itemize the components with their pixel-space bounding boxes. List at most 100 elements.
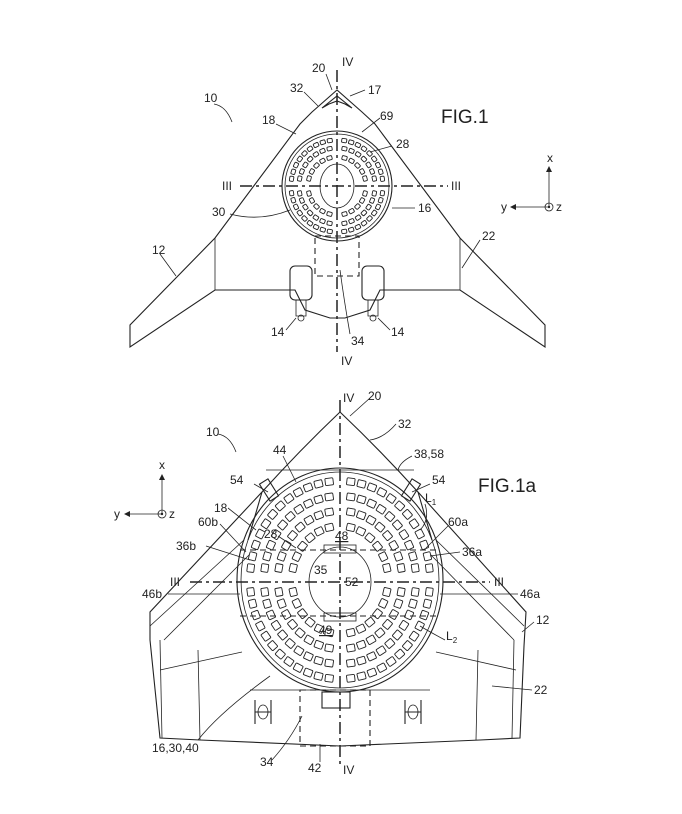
passenger-seat	[270, 620, 282, 631]
passenger-seat	[355, 623, 367, 634]
passenger-seat	[313, 623, 325, 634]
fig1a-leader-54l	[253, 483, 269, 493]
fig1-leader-17	[349, 89, 366, 97]
passenger-seat	[255, 620, 266, 632]
passenger-seat	[283, 656, 295, 667]
passenger-seat	[303, 634, 315, 645]
passenger-seat	[304, 616, 316, 628]
passenger-seat	[291, 551, 302, 562]
passenger-seat	[371, 209, 378, 217]
passenger-seat	[291, 598, 302, 609]
passenger-seat	[274, 587, 284, 597]
passenger-seat	[419, 539, 430, 551]
passenger-seat	[377, 197, 384, 204]
passenger-seat	[360, 220, 368, 227]
fig1-label-17: 17	[368, 83, 382, 97]
passenger-seat	[302, 161, 309, 169]
passenger-seat	[414, 620, 425, 632]
passenger-seat	[267, 509, 278, 520]
fig1a-arrow-10	[217, 433, 237, 453]
passenger-seat	[364, 616, 376, 628]
fig1a-wing-edge-left-2	[163, 553, 251, 641]
passenger-seat	[294, 627, 306, 639]
passenger-seat	[303, 515, 315, 526]
fig1a-aircraft	[149, 397, 535, 764]
fig1a-wing-edge-right	[435, 539, 525, 627]
fig1-label-14-right: 14	[391, 325, 405, 339]
passenger-seat	[354, 141, 362, 149]
passenger-seat	[374, 627, 386, 639]
passenger-seat	[392, 519, 403, 531]
passenger-seat	[303, 651, 314, 662]
fig1-label-28: 28	[396, 137, 410, 151]
passenger-seat	[356, 494, 367, 505]
passenger-seat	[262, 598, 272, 609]
passenger-seat	[284, 511, 296, 522]
passenger-seat	[296, 190, 303, 197]
passenger-seat	[302, 667, 314, 678]
passenger-seat	[362, 175, 368, 182]
passenger-seat	[366, 651, 377, 662]
passenger-seat	[384, 511, 396, 522]
passenger-seat	[359, 168, 366, 175]
passenger-seat	[292, 161, 300, 169]
passenger-seat	[260, 518, 272, 530]
passenger-seat	[374, 521, 386, 533]
passenger-seat	[274, 500, 286, 512]
passenger-seat	[366, 215, 373, 222]
passenger-seat	[255, 528, 266, 540]
fig1a-label-36a: 36a	[462, 545, 482, 559]
passenger-seat	[392, 629, 403, 641]
passenger-seat	[302, 482, 314, 493]
passenger-seat	[360, 209, 368, 217]
passenger-seat	[319, 218, 326, 225]
passenger-seat	[346, 492, 356, 502]
passenger-seat	[293, 645, 305, 656]
passenger-seat	[283, 493, 295, 504]
fig1a-leader-16	[197, 675, 271, 741]
passenger-seat	[302, 203, 309, 211]
passenger-seat	[308, 197, 315, 204]
fig1-label-22: 22	[482, 229, 496, 243]
passenger-seat	[360, 155, 368, 163]
fig1a-leader-18	[227, 507, 257, 531]
fig1-leader-32	[303, 91, 319, 107]
passenger-seat	[346, 658, 356, 668]
fig1a-label-l1: L1	[425, 491, 437, 507]
passenger-seat	[260, 587, 270, 597]
passenger-seat	[294, 521, 306, 533]
passenger-seat	[388, 540, 399, 551]
passenger-seat	[319, 208, 326, 215]
fig1-label-18: 18	[262, 113, 276, 127]
fig1a-label-22: 22	[534, 683, 548, 697]
fig1a-label-36b: 36b	[176, 539, 196, 553]
fig1-label-iii-right: III	[451, 179, 461, 193]
fig1a-door-54-left	[258, 478, 280, 502]
passenger-seat	[324, 507, 335, 517]
passenger-seat	[408, 598, 418, 609]
fig1-leader-28	[369, 145, 393, 153]
passenger-seat	[304, 532, 316, 544]
passenger-seat	[274, 648, 286, 660]
fig1a-axis-x-label: x	[159, 458, 165, 472]
passenger-seat	[288, 587, 298, 597]
fig1a-title: FIG.1a	[478, 476, 537, 497]
fig1-label-20: 20	[312, 61, 326, 75]
fig1a-axis-triad	[124, 474, 167, 519]
fig1-label-16: 16	[418, 201, 432, 215]
passenger-seat	[414, 528, 425, 540]
fig1-aircraft	[129, 70, 546, 352]
passenger-seat	[341, 145, 348, 152]
passenger-seat	[293, 504, 305, 515]
fig1a-label-32: 32	[398, 417, 412, 431]
fig1-leader-22	[461, 239, 481, 269]
fig1a-label-iii-right: III	[494, 575, 504, 589]
passenger-seat	[385, 656, 397, 667]
passenger-seat	[369, 197, 376, 204]
fig1a-label-iv-bottom: IV	[343, 763, 354, 777]
fig1a-label-12: 12	[536, 613, 550, 627]
passenger-seat	[296, 175, 303, 182]
passenger-seat	[385, 493, 397, 504]
fig1a-label-20: 20	[368, 389, 382, 403]
fig1a-label-46b: 46b	[142, 587, 162, 601]
